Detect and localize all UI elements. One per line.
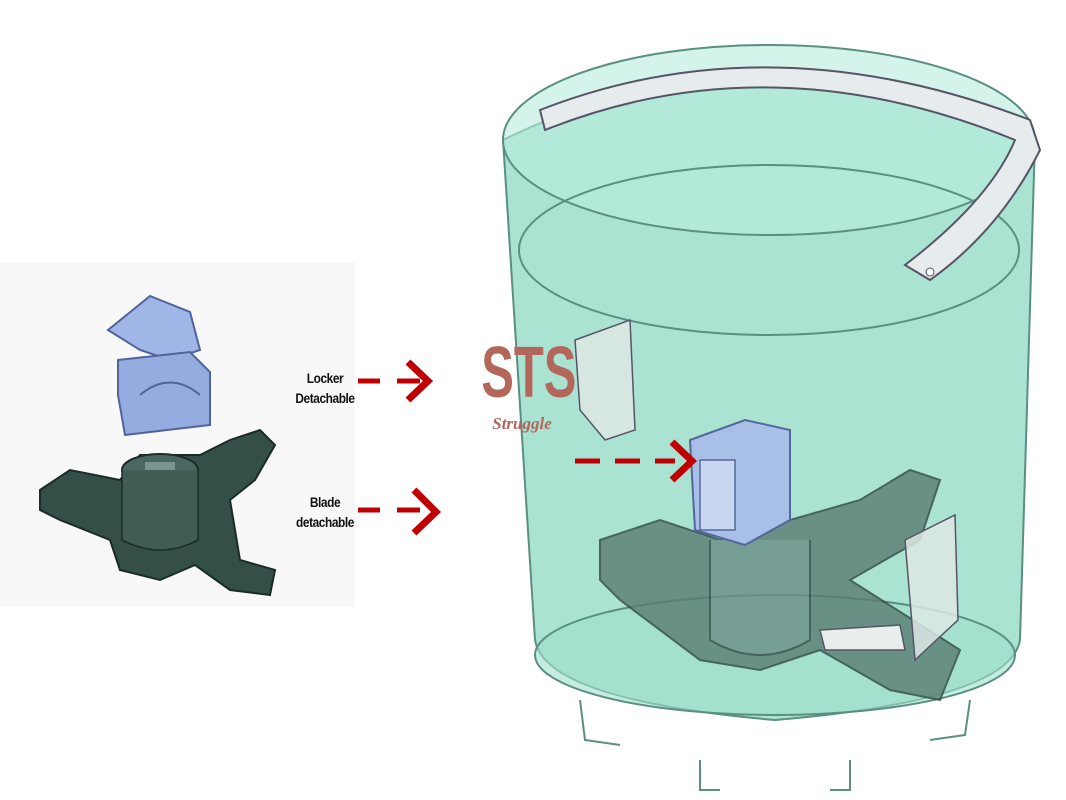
blade-label: Blade detachable: [291, 492, 359, 532]
locker-part: [106, 294, 211, 437]
arrow-blade: [358, 487, 442, 536]
locker-label-line2: Detachable: [295, 390, 355, 406]
sts-logo-mark: STS: [481, 333, 577, 413]
bucket-handle: [538, 66, 1042, 282]
locker-label: Locker Detachable: [291, 368, 359, 408]
sts-logo-tagline: Struggle: [492, 414, 552, 433]
mounting-brackets: [574, 318, 959, 662]
blade-label-line1: Blade: [309, 494, 341, 510]
arrow-inner: [575, 439, 698, 483]
sts-logo: STS Struggle: [462, 336, 582, 434]
arrow-locker: [358, 359, 434, 403]
bucket: [501, 44, 1042, 791]
inner-locker: [688, 418, 791, 547]
locker-label-line1: Locker: [306, 370, 344, 386]
blade-part: [39, 428, 277, 597]
blade-label-line2: detachable: [296, 514, 354, 530]
